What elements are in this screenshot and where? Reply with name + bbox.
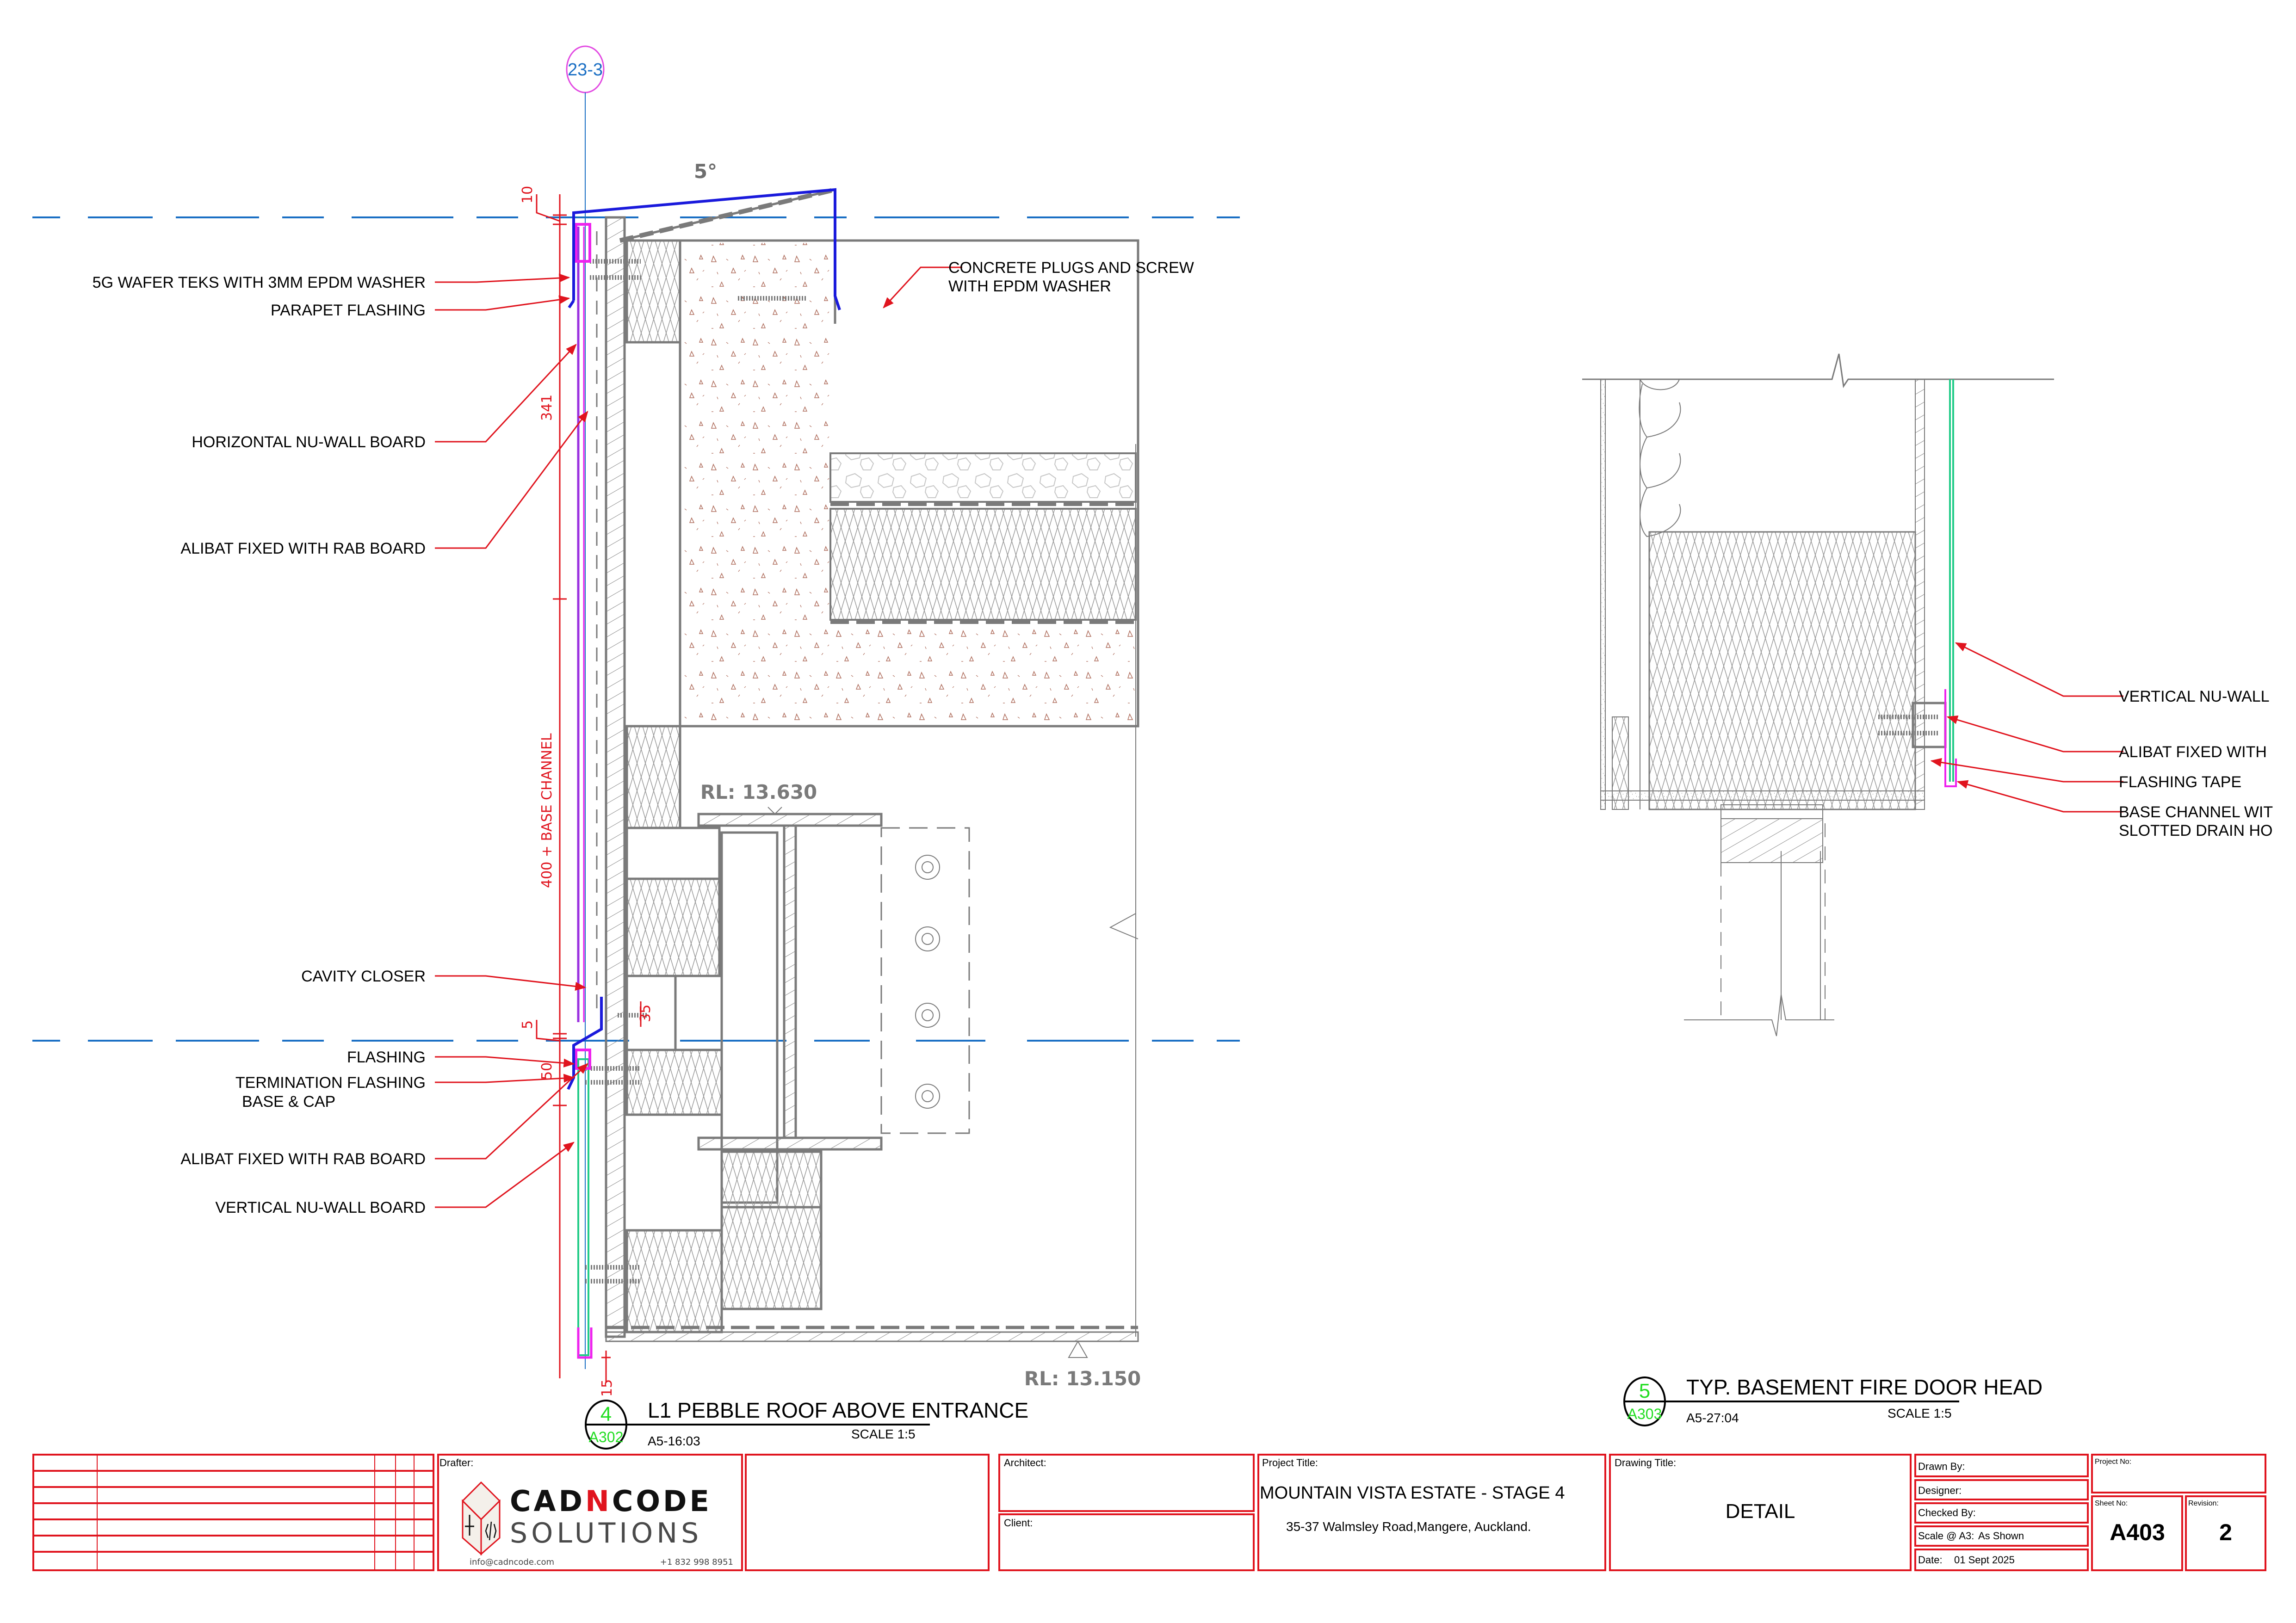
grid-bubble xyxy=(566,45,605,1369)
logo-phone: +1 832 998 8951 xyxy=(660,1557,733,1567)
project-address: 35-37 Walmsley Road,Mangere, Auckland. xyxy=(1286,1519,1531,1534)
cladding-lower xyxy=(575,1049,593,1359)
designer-label: Designer: xyxy=(1918,1485,1962,1496)
sheet-number: A403 xyxy=(2110,1519,2165,1545)
callout-termination-flashing-line2: BASE & CAP xyxy=(242,1093,335,1111)
cube-icon xyxy=(461,1481,501,1556)
callout-horizontal-nu-wall: HORIZONTAL NU-WALL BOARD xyxy=(192,433,426,451)
detail-right-code: A5-27:04 xyxy=(1686,1411,1739,1425)
dim-bottom-gap: 15 xyxy=(599,1379,615,1397)
callout-right-base-channel-line2: SLOTTED DRAIN HO xyxy=(2119,822,2272,839)
detail-left-ref: A302 xyxy=(589,1429,624,1445)
detail-left-drawing xyxy=(32,45,1240,1450)
client-label: Client: xyxy=(1004,1517,1033,1529)
sheet-no-label: Sheet No: xyxy=(2095,1500,2128,1507)
drafter-cell xyxy=(437,1454,743,1571)
project-title-label: Project Title: xyxy=(1262,1457,1318,1469)
callout-cavity-closer: CAVITY CLOSER xyxy=(301,968,426,985)
detail-left-scale: SCALE 1:5 xyxy=(851,1427,916,1441)
detail-right-number: 5 xyxy=(1639,1380,1650,1402)
dim-top-gap: 10 xyxy=(520,186,536,204)
slope-angle-label: 5° xyxy=(694,160,717,183)
detail-right-bubble xyxy=(1623,1376,1959,1426)
detail-right-ref: A303 xyxy=(1628,1406,1662,1422)
revision-label: Revision: xyxy=(2188,1500,2219,1507)
callout-parapet-flashing: PARAPET FLASHING xyxy=(271,302,426,319)
dim-lower-run: 400 + BASE CHANNEL xyxy=(539,733,555,888)
level-rl-bottom: RL: 13.150 xyxy=(1024,1367,1141,1390)
dim-upper-panel: 341 xyxy=(539,395,555,421)
architect-label: Architect: xyxy=(1004,1457,1046,1469)
logo-word-n: N xyxy=(585,1484,612,1518)
cladding-upper xyxy=(575,223,598,1022)
detail-left-bubble xyxy=(585,1400,930,1450)
logo-word-cad: CAD xyxy=(510,1484,585,1518)
detail-left-number: 4 xyxy=(600,1403,612,1426)
revision-table xyxy=(32,1454,434,1571)
callout-termination-flashing: TERMINATION FLASHING xyxy=(235,1074,426,1092)
project-no-cell xyxy=(2091,1454,2266,1493)
detail-right-scale: SCALE 1:5 xyxy=(1888,1406,1952,1420)
architect-cell xyxy=(998,1454,1255,1512)
leader-lines-right xyxy=(1930,642,2123,813)
callout-right-flashing-tape: FLASHING TAPE xyxy=(2119,773,2241,791)
project-no-label: Project No: xyxy=(2095,1458,2131,1466)
drafter-label: Drafter: xyxy=(439,1457,473,1469)
checked-by-label: Checked By: xyxy=(1918,1507,1976,1518)
structure xyxy=(585,187,1139,1358)
date-value: 01 Sept 2025 xyxy=(1954,1554,2015,1566)
leader-lines-left xyxy=(435,266,962,1208)
callout-wafer-teks: 5G WAFER TEKS WITH 3MM EPDM WASHER xyxy=(93,274,426,291)
company-logo: CADNCODE SOLUTIONS info@cadncode.com +1 … xyxy=(461,1481,733,1567)
sheet-no-cell xyxy=(2091,1495,2183,1571)
callout-vertical-nu-wall: VERTICAL NU-WALL BOARD xyxy=(215,1199,426,1216)
drawing-title: DETAIL xyxy=(1726,1500,1795,1523)
date-label: Date: xyxy=(1918,1554,1943,1566)
client-cell xyxy=(998,1513,1255,1571)
drawing-title-label: Drawing Title: xyxy=(1615,1457,1676,1469)
callout-concrete-plugs-line2: WITH EPDM WASHER xyxy=(948,278,1111,295)
dim-closer-gap: 5 xyxy=(520,1020,536,1029)
detail-right-title: TYP. BASEMENT FIRE DOOR HEAD xyxy=(1686,1375,2042,1399)
detail-left-code: A5-16:03 xyxy=(648,1434,700,1448)
callout-right-vertical-nu-wall: VERTICAL NU-WALL xyxy=(2119,688,2270,705)
svg-text:CADNCODE: CADNCODE xyxy=(510,1484,712,1518)
scale-label: Scale @ A3: xyxy=(1918,1530,1974,1542)
dim-flashing-height: 50 xyxy=(539,1062,555,1080)
level-rl-top: RL: 13.630 xyxy=(700,781,817,803)
logo-email: info@cadncode.com xyxy=(470,1557,554,1567)
blank-cell xyxy=(745,1454,990,1571)
scale-value: As Shown xyxy=(1978,1530,2024,1542)
callout-concrete-plugs: CONCRETE PLUGS AND SCREW xyxy=(948,259,1194,277)
dimension-chain xyxy=(536,194,642,1383)
logo-word-code: CODE xyxy=(612,1484,712,1518)
callout-flashing: FLASHING xyxy=(347,1049,426,1066)
project-title: MOUNTAIN VISTA ESTATE - STAGE 4 xyxy=(1260,1483,1565,1503)
callout-alibat-upper: ALIBAT FIXED WITH RAB BOARD xyxy=(180,540,426,557)
callout-right-base-channel: BASE CHANNEL WIT xyxy=(2119,803,2273,821)
callout-right-alibat: ALIBAT FIXED WITH xyxy=(2119,743,2267,761)
revision-number: 2 xyxy=(2219,1519,2232,1545)
logo-word-solutions: SOLUTIONS xyxy=(510,1517,702,1549)
grid-bubble-label: 23-3 xyxy=(568,60,603,80)
drawing-title-cell xyxy=(1609,1454,1912,1571)
drawn-by-label: Drawn By: xyxy=(1918,1461,1965,1472)
dim-screw-offset: 35 xyxy=(637,1005,654,1022)
revision-cell xyxy=(2185,1495,2266,1571)
detail-right-drawing xyxy=(1582,353,2054,1037)
detail-left-title: L1 PEBBLE ROOF ABOVE ENTRANCE xyxy=(648,1398,1028,1422)
title-block xyxy=(32,1454,2266,1571)
project-title-cell xyxy=(1257,1454,1606,1571)
callout-alibat-lower: ALIBAT FIXED WITH RAB BOARD xyxy=(180,1150,426,1168)
